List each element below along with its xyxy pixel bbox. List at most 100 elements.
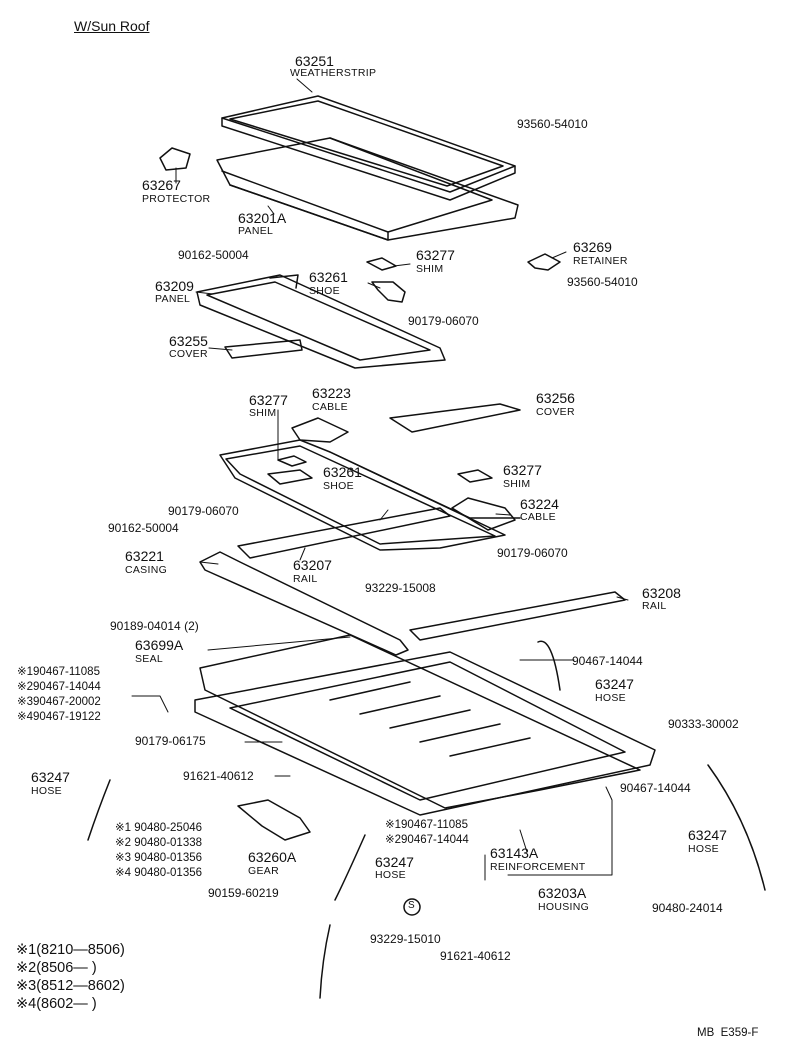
part-63247-right-name: HOSE: [688, 843, 719, 855]
part-93560-bottom-number: 93560-54010: [567, 275, 638, 289]
clip-variant-3: ※390467-20002: [17, 696, 101, 708]
part-63277-right-name: SHIM: [503, 478, 531, 490]
clamp-variant-4: ※4 90480-01356: [115, 867, 203, 879]
housing-shape: [194, 651, 656, 816]
s-circle-shape: [403, 898, 421, 916]
part-63260a-number: 63260A: [248, 849, 297, 865]
part-63207-name: RAIL: [293, 573, 318, 585]
part-90162-top-number: 90162-50004: [178, 248, 249, 262]
part-63247-right-number: 63247: [688, 827, 727, 843]
hose-front-lower-shape: [319, 924, 331, 999]
part-63247-front-number: 63247: [375, 854, 414, 870]
part-63223-name: CABLE: [312, 401, 348, 413]
part-90162-mid-number: 90162-50004: [108, 521, 179, 535]
clip-variant-2: ※290467-14044: [17, 681, 101, 693]
part-90467-right-number: 90467-14044: [620, 781, 691, 795]
weatherstrip-shape: [221, 95, 516, 201]
diagram-title: W/Sun Roof: [74, 18, 150, 34]
shim-right-shape: [457, 469, 493, 483]
part-90179-bottom-number: 90179-06175: [135, 734, 206, 748]
part-63247-top-name: HOSE: [595, 692, 626, 704]
part-63251-number: 63251: [295, 53, 334, 69]
cable-bracket-shape: [291, 417, 349, 443]
part-63277-right-number: 63277: [503, 462, 542, 478]
part-63256-name: COVER: [536, 406, 575, 418]
part-63224-number: 63224: [520, 496, 559, 512]
part-63267-name: PROTECTOR: [142, 193, 211, 205]
cable-loop-shape: [219, 439, 521, 551]
part-93560-top-number: 93560-54010: [517, 117, 588, 131]
protector-shape: [159, 147, 191, 171]
part-63221-name: CASING: [125, 564, 168, 576]
part-63261-top-number: 63261: [309, 269, 348, 285]
part-90179-top-number: 90179-06070: [408, 314, 479, 328]
legend-line-4: ※4(8602— ): [16, 996, 97, 1012]
part-63221-number: 63221: [125, 548, 164, 564]
s-symbol: S: [408, 900, 415, 911]
hose-left-shape: [87, 779, 111, 841]
part-63207-number: 63207: [293, 557, 332, 573]
part-91621-top-number: 91621-40612: [183, 769, 254, 783]
clip-variant-4: ※490467-19122: [17, 711, 101, 723]
part-63247-left-name: HOSE: [31, 785, 62, 797]
part-63699a-number: 63699A: [135, 637, 184, 653]
shoe-mid-shape: [267, 469, 313, 485]
part-63261-top-name: SHOE: [309, 285, 340, 297]
part-90189-number: 90189-04014 (2): [110, 619, 199, 633]
part-90480-number: 90480-24014: [652, 901, 723, 915]
part-63277-mid-name: SHIM: [249, 407, 277, 419]
legend-line-1: ※1(8210—8506): [16, 942, 125, 958]
gear-motor-shape: [237, 799, 311, 841]
part-63208-name: RAIL: [642, 600, 667, 612]
clamp-variant-3: ※3 90480-01356: [115, 852, 203, 864]
part-63277-top-number: 63277: [416, 247, 455, 263]
part-63277-mid-number: 63277: [249, 392, 288, 408]
retainer-shape: [527, 253, 561, 271]
part-91621-bottom-number: 91621-40612: [440, 949, 511, 963]
drawing-reference: MB E359-F: [697, 1027, 759, 1039]
part-63277-top-name: SHIM: [416, 263, 444, 275]
part-93229-bottom-number: 93229-15010: [370, 932, 441, 946]
clamp-variant-2: ※2 90480-01338: [115, 837, 203, 849]
part-90179-right-number: 90179-06070: [497, 546, 568, 560]
part-63143a-number: 63143A: [490, 845, 539, 861]
rail-right-shape: [409, 591, 626, 641]
seal-shape: [199, 634, 641, 809]
part-63201a-number: 63201A: [238, 210, 287, 226]
part-63247-top-number: 63247: [595, 676, 634, 692]
part-63209-number: 63209: [155, 278, 194, 294]
legend-line-3: ※3(8512—8602): [16, 978, 125, 994]
casing-shape: [199, 551, 409, 656]
part-63269-number: 63269: [573, 239, 612, 255]
part-63261-mid-number: 63261: [323, 464, 362, 480]
center-variant-1: ※190467-11085: [385, 819, 468, 831]
frame-panel-shape: [196, 274, 446, 369]
part-63267-number: 63267: [142, 177, 181, 193]
part-63247-left-number: 63247: [31, 769, 70, 785]
center-variant-2: ※290467-14044: [385, 834, 469, 846]
part-90467-top-number: 90467-14044: [572, 654, 643, 668]
part-63255-number: 63255: [169, 333, 208, 349]
part-63209-name: PANEL: [155, 293, 191, 305]
part-63251-name: WEATHERSTRIP: [290, 67, 377, 79]
glass-panel-shape: [216, 137, 519, 241]
legend-line-2: ※2(8506— ): [16, 960, 97, 976]
part-90159-number: 90159-60219: [208, 886, 279, 900]
hose-top-shape: [537, 640, 561, 691]
part-93229-top-number: 93229-15008: [365, 581, 436, 595]
shim-shape: [366, 257, 397, 271]
part-63269-name: RETAINER: [573, 255, 628, 267]
clip-variant-1: ※190467-11085: [17, 666, 100, 678]
part-63223-number: 63223: [312, 385, 351, 401]
part-90179-mid-number: 90179-06070: [168, 504, 239, 518]
part-63256-number: 63256: [536, 390, 575, 406]
part-63143a-name: REINFORCEMENT: [490, 861, 586, 873]
part-63247-front-name: HOSE: [375, 869, 406, 881]
hose-right-shape: [707, 764, 766, 891]
shim-mid-shape: [277, 455, 307, 467]
clamp-variant-1: ※1 90480-25046: [115, 822, 203, 834]
part-63224-name: CABLE: [520, 511, 556, 523]
part-63203a-number: 63203A: [538, 885, 587, 901]
part-63255-name: COVER: [169, 348, 208, 360]
